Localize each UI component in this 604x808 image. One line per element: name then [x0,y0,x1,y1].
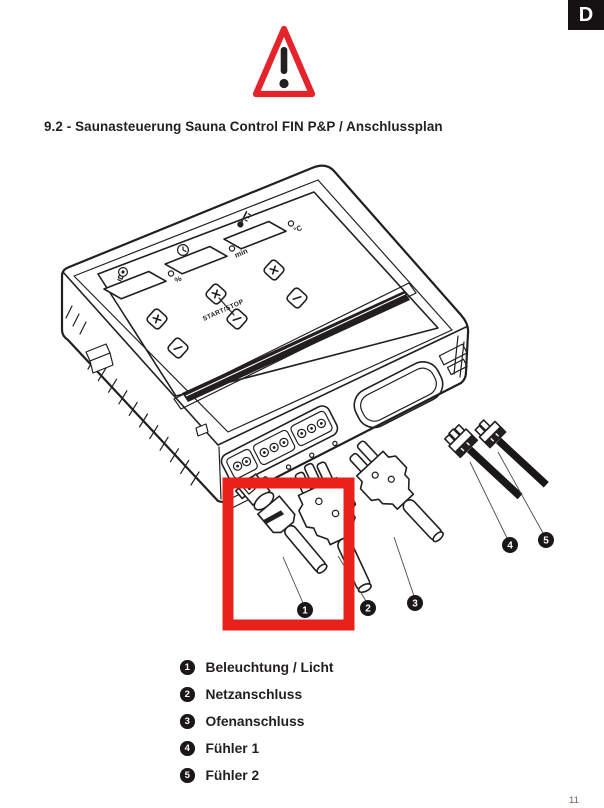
legend-item-label: Beleuchtung / Licht [205,659,334,675]
wiring-diagram: % min °C [60,164,554,631]
light-bulb-icon [117,266,129,282]
leader-line-4 [469,461,508,539]
callout-1-number: 1 [302,606,308,617]
display-light [103,270,167,300]
legend: 1 Beleuchtung / Licht 2 Netzanschluss 3 … [180,660,334,795]
light-percent-indicator: % [167,270,183,285]
legend-item: 5 Fühler 2 [180,768,334,783]
legend-item-label: Ofenanschluss [205,713,305,729]
callout-4-number: 4 [507,541,513,552]
legend-item-number: 4 [180,741,195,756]
callout-1: 1 [297,602,313,618]
section-heading: 9.2 - Saunasteuerung Sauna Control FIN P… [44,119,443,134]
legend-item: 4 Fühler 1 [180,741,334,756]
time-plus-button [205,283,227,305]
warning-exclamation-bar [280,47,288,74]
legend-item-label: Fühler 2 [205,767,260,783]
light-minus-button [167,337,189,359]
leader-line-3 [393,536,415,597]
legend-item-number: 5 [180,768,195,783]
sensor-plug-2 [474,419,549,488]
light-plus-button [146,308,168,330]
temperature-celsius-indicator: °C [287,220,304,235]
legend-item-number: 2 [180,687,195,702]
warning-exclamation-dot [279,78,289,89]
thermometer-icon [237,211,251,228]
callout-5-number: 5 [543,536,549,547]
legend-item-number: 1 [180,660,195,675]
percent-label: % [173,274,183,285]
callout-2: 2 [360,600,376,616]
display-temperature [223,220,287,250]
callout-5: 5 [538,532,554,548]
page-number: 11 [569,795,579,806]
legend-item-label: Netzanschluss [205,686,303,702]
clock-icon [176,243,190,257]
warning-icon [250,22,318,104]
temperature-minus-button [286,287,308,309]
callout-3-number: 3 [412,599,418,610]
bottom-recess [353,343,468,429]
legend-item: 1 Beleuchtung / Licht [180,660,334,675]
language-badge-letter: D [578,3,594,26]
legend-item-label: Fühler 1 [205,740,260,756]
panel-slot [173,282,417,410]
celsius-label: °C [292,223,304,235]
plug-oven [349,440,444,543]
leader-line-5 [497,451,544,534]
temperature-plus-button [263,259,285,281]
control-panel: % min °C [103,211,417,410]
leader-line-1 [282,556,304,604]
display-time [164,245,228,275]
socket-strip [220,405,339,493]
language-badge: D [568,0,604,30]
legend-item: 3 Ofenanschluss [180,714,334,729]
callout-2-number: 2 [365,604,371,615]
legend-item-number: 3 [180,714,195,729]
sensor-plug-1 [443,423,523,500]
highlight-box [222,477,355,631]
callout-4: 4 [502,537,518,553]
time-minus-button [226,308,248,330]
callout-3: 3 [407,595,423,611]
legend-item: 2 Netzanschluss [180,687,334,702]
plug-mains [294,461,372,594]
